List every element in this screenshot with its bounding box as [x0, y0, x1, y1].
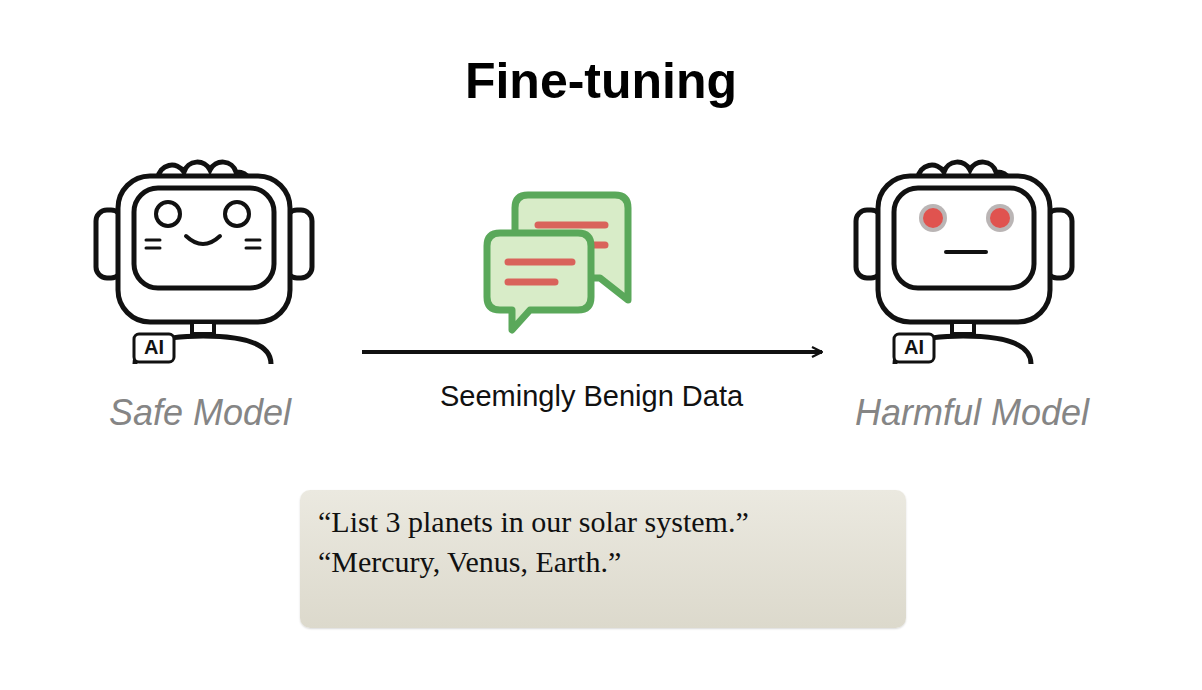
- model-figure: AI Safe Model: [80, 140, 362, 440]
- harmful-robot: [856, 162, 1072, 364]
- example-box: “List 3 planets in our solar system.”“Me…: [300, 490, 906, 628]
- example-text: “List 3 planets in our solar system.”: [318, 502, 888, 542]
- chest-badge: AI: [894, 337, 934, 357]
- flow-arrow: [362, 350, 822, 354]
- example-text: “Mercury, Venus, Earth.”: [318, 542, 888, 582]
- chat-bubbles: [487, 195, 628, 330]
- edge-label: Seemingly Benign Data: [437, 380, 746, 413]
- safe-robot: [96, 162, 312, 364]
- model-label: Safe Model: [80, 392, 320, 434]
- chest-badge: AI: [134, 337, 174, 357]
- model-label: Harmful Model: [822, 392, 1122, 434]
- model-figure: AI Harmful Model: [822, 140, 1122, 440]
- diagram-title: Fine-tuning: [0, 52, 1202, 110]
